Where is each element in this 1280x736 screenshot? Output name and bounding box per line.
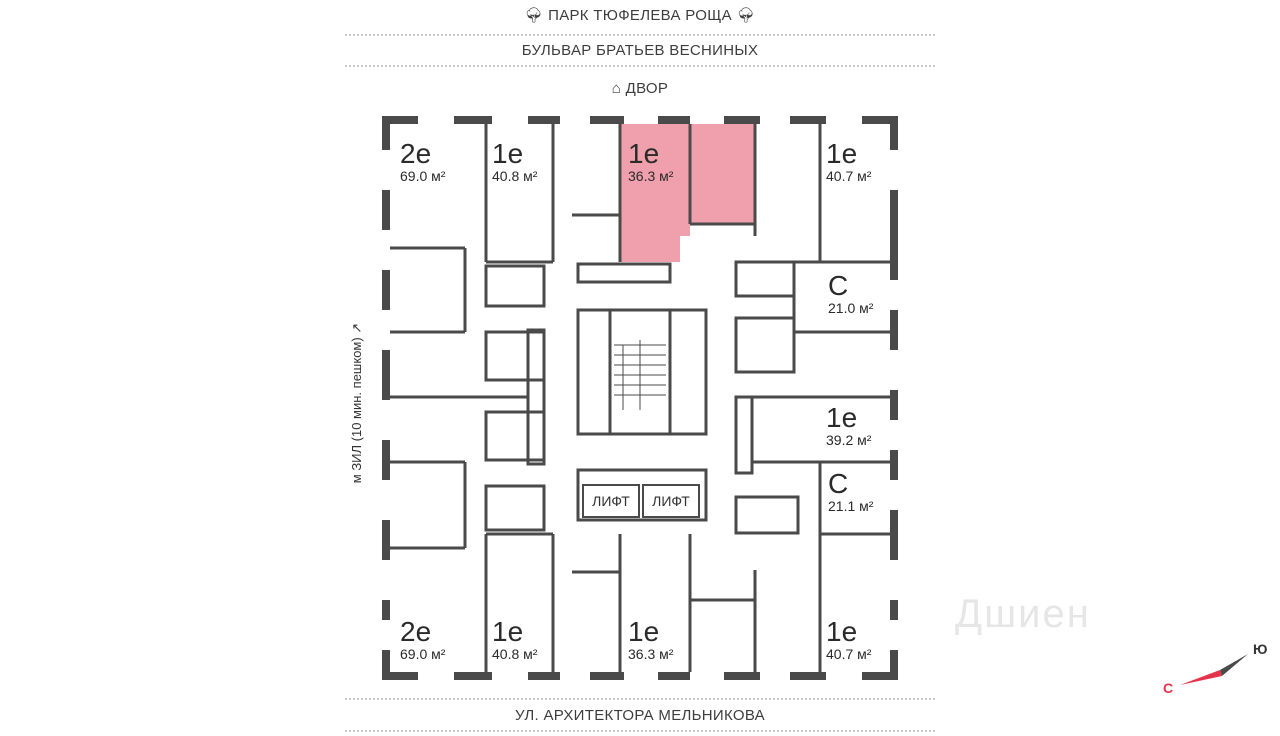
playground-icon: ⌂ xyxy=(611,80,622,97)
compass-north: С xyxy=(1163,680,1174,696)
lift-label: ЛИФТ xyxy=(642,484,700,518)
apartment-label[interactable]: 1е 40.8 м² xyxy=(492,138,538,185)
apartment-label[interactable]: 1е 40.7 м² xyxy=(826,138,872,185)
divider xyxy=(345,730,935,732)
apartment-label[interactable]: 1е 39.2 м² xyxy=(826,402,872,449)
apartment-label[interactable]: 1е 40.8 м² xyxy=(492,616,538,663)
apartment-label[interactable]: С 21.0 м² xyxy=(828,270,874,317)
metro-direction-label: м ЗИЛ (10 мин. пешком) ↗ xyxy=(349,322,364,484)
apartment-label[interactable]: 1е 40.7 м² xyxy=(826,616,872,663)
divider xyxy=(345,65,935,67)
windows xyxy=(382,116,898,680)
apartment-label[interactable]: 2е 69.0 м² xyxy=(400,616,446,663)
yard-label: ⌂ ДВОР xyxy=(611,80,669,97)
compass-icon xyxy=(1180,654,1248,685)
watermark: Дшиен xyxy=(955,592,1091,636)
apartment-label-highlighted[interactable]: 1е 36.3 м² xyxy=(628,138,674,185)
boulevard-label: БУЛЬВАР БРАТЬЕВ ВЕСНИНЫХ xyxy=(521,42,759,59)
interior-walls xyxy=(390,124,890,672)
tree-icon: 🌳︎ xyxy=(524,7,544,24)
divider xyxy=(345,698,935,700)
arrow-icon: ↗ xyxy=(349,322,364,334)
park-label: 🌳︎ ПАРК ТЮФЕЛЕВА РОЩА 🌳︎ xyxy=(524,7,756,24)
highlighted-apartment[interactable] xyxy=(620,124,755,262)
divider xyxy=(345,34,935,36)
compass-south: Ю xyxy=(1253,641,1268,657)
apartment-label[interactable]: С 21.1 м² xyxy=(828,468,874,515)
tree-icon: 🌳︎ xyxy=(736,7,756,24)
bottom-street-label: УЛ. АРХИТЕКТОРА МЕЛЬНИКОВА xyxy=(515,707,765,724)
lift-label: ЛИФТ xyxy=(582,484,640,518)
apartment-label[interactable]: 1е 36.3 м² xyxy=(628,616,674,663)
apartment-label[interactable]: 2е 69.0 м² xyxy=(400,138,446,185)
